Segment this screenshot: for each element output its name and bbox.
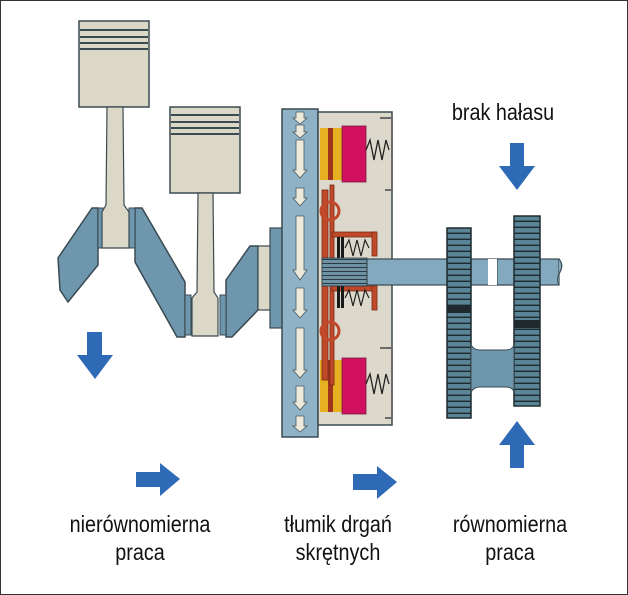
crank-flange [269, 227, 283, 329]
label-uneven-line1: nierównomierna [69, 511, 211, 537]
spring-upper [365, 137, 390, 161]
flow-arrow-left [136, 463, 180, 496]
flow-arrow-middle [353, 466, 397, 499]
connecting-rod-right [191, 192, 219, 337]
torsional-damper [317, 111, 393, 426]
noise-arrow-up [499, 421, 535, 468]
gearbox [366, 215, 563, 419]
output-shaft [366, 258, 511, 286]
crank-arm-left [57, 207, 99, 304]
spring-lower [365, 371, 390, 395]
uneven-vibration-arrow [77, 332, 113, 379]
crank-arm-center-left [134, 207, 186, 338]
piston-right [169, 106, 241, 337]
label-uneven-operation: nierównomierna praca [54, 510, 226, 566]
countershaft [470, 343, 515, 394]
label-no-noise: brak hałasu [430, 98, 576, 126]
label-even-line2: praca [485, 539, 535, 565]
flywheel [281, 108, 319, 438]
label-damper-line2: skrętnych [295, 539, 381, 565]
connecting-rod-left [101, 106, 130, 249]
label-even-operation: równomierna praca [433, 510, 588, 566]
label-even-line1: równomierna [452, 511, 568, 537]
label-uneven-line2: praca [115, 539, 165, 565]
spline-hub [321, 257, 368, 287]
label-damper-line1: tłumik drgań [284, 511, 392, 537]
hub-spring-lower [344, 288, 370, 307]
label-torsional-damper: tłumik drgań skrętnych [269, 510, 407, 566]
label-no-noise-text: brak hałasu [451, 99, 555, 125]
flywheel-flow-arrows [291, 111, 309, 433]
hub-spring-upper [344, 238, 370, 257]
piston-left [78, 20, 150, 249]
damper-mass-upper [341, 125, 367, 183]
crank-arm-center-right [225, 245, 259, 338]
gear-right [513, 215, 541, 407]
damper-mass-lower [341, 357, 367, 415]
crankshaft [57, 207, 283, 338]
noise-arrow-down [499, 143, 535, 190]
gear-left [446, 227, 472, 419]
